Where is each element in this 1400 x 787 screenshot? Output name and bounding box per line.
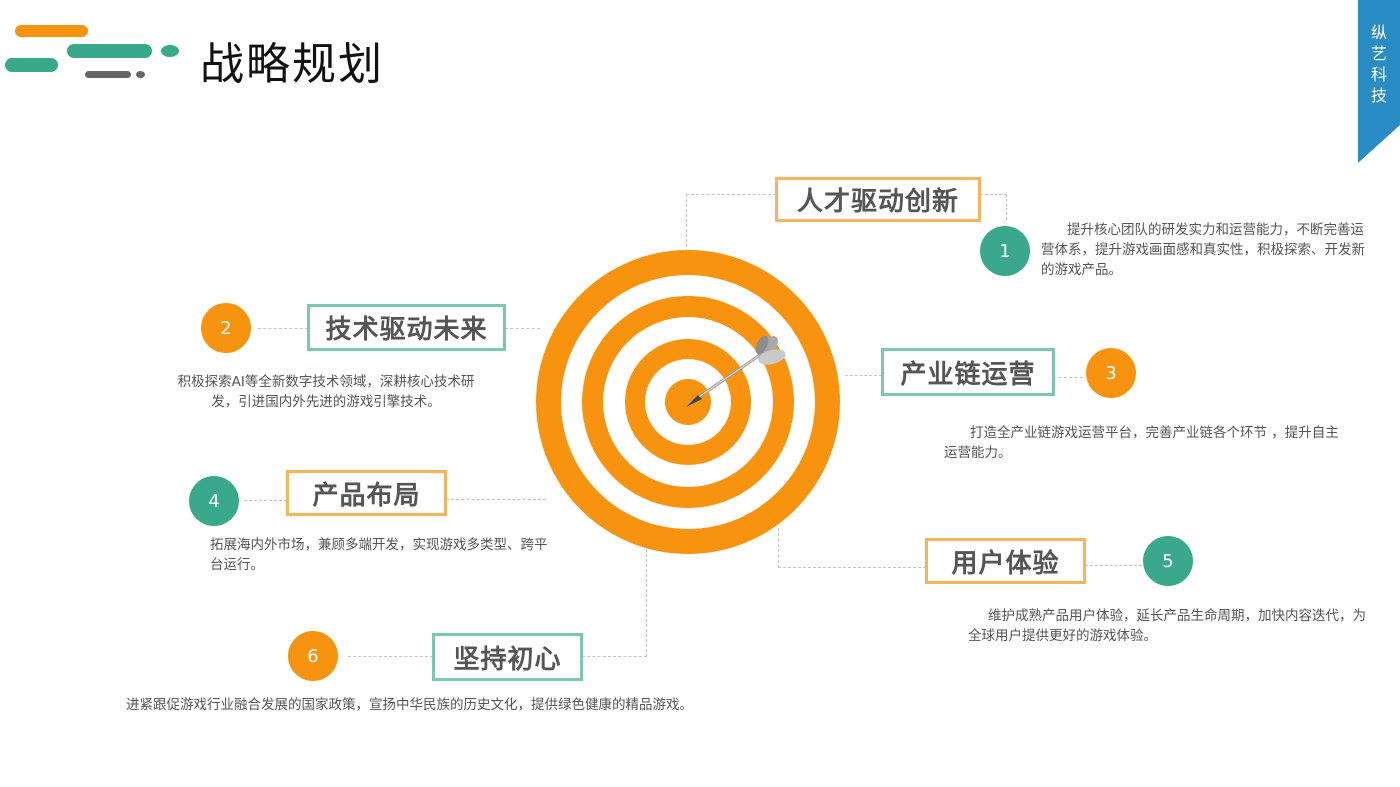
brand-name: 纵 艺 科 技 [1358, 22, 1400, 106]
item-6-description: 进紧跟促游戏行业融合发展的国家政策，宣扬中华民族的历史文化，提供绿色健康的精品游… [126, 697, 693, 713]
item-6-title: 坚持初心 [453, 644, 562, 675]
item-1-title-box: 人才驱动创新 [775, 177, 981, 222]
item-5-number-badge: 5 [1143, 536, 1193, 586]
logo-bar-teal-long [67, 44, 152, 58]
item-5-number: 5 [1162, 550, 1174, 572]
logo-dot-teal [161, 45, 179, 57]
target-bullseye [665, 379, 711, 425]
item-4-title-box: 产品布局 [286, 470, 447, 516]
item-2-number: 2 [220, 317, 232, 339]
logo-bar-gray [85, 71, 131, 78]
connector-5-horiz [778, 567, 926, 568]
connector-1-vert [686, 194, 687, 252]
item-2-title: 技术驱动未来 [325, 315, 488, 345]
item-4-number-badge: 4 [189, 476, 239, 526]
item-6-number: 6 [307, 645, 319, 667]
item-4-title: 产品布局 [312, 480, 421, 511]
connector-4-right [446, 499, 546, 500]
connector-6-vert [646, 549, 647, 657]
connector-4-left [244, 500, 287, 501]
brand-tab [1358, 0, 1400, 125]
brand-tab-tail [1358, 125, 1400, 163]
connector-3-left [845, 375, 882, 376]
item-1-number-badge: 1 [980, 226, 1030, 276]
connector-5-right [1085, 565, 1142, 566]
item-2-title-box: 技术驱动未来 [307, 304, 506, 351]
item-2-number-badge: 2 [201, 303, 251, 353]
brand-char: 科 [1370, 65, 1387, 84]
logo-dot-gray [136, 71, 145, 78]
item-5-title: 用户体验 [951, 548, 1060, 579]
item-3-title-box: 产业链运营 [881, 348, 1055, 396]
connector-5-vert [778, 528, 779, 568]
brand-char: 纵 [1370, 23, 1387, 42]
item-1-description: 提升核心团队的研发实力和运营能力，不断完善运营体系，提升游戏画面感和真实性，积极… [1041, 222, 1365, 278]
item-3-description: 打造全产业链游戏运营平台，完善产业链各个环节 ，提升自主运营能力。 [944, 425, 1339, 461]
item-4-number: 4 [208, 490, 220, 512]
logo-bar-teal-short [5, 58, 58, 72]
connector-2-left [258, 328, 308, 329]
connector-1-horiz-right [980, 194, 1007, 195]
connector-1-horiz-left [686, 194, 776, 195]
page-title: 战略规划 [200, 39, 384, 90]
connector-3-right [1053, 377, 1083, 378]
item-5-title-box: 用户体验 [925, 538, 1086, 584]
item-3-number: 3 [1105, 362, 1117, 384]
connector-6-horiz [582, 656, 647, 657]
item-4-description: 拓展海内外市场，兼顾多端开发，实现游戏多类型、跨平台运行。 [210, 537, 548, 573]
item-2-description: 积极探索AI等全新数字技术领域，深耕核心技术研发，引进国内外先进的游戏引擎技术。 [177, 374, 475, 410]
logo-bar-orange [15, 25, 88, 37]
item-6-title-box: 坚持初心 [432, 633, 583, 681]
item-6-number-badge: 6 [288, 631, 338, 681]
brand-char: 艺 [1370, 44, 1387, 63]
connector-1-vert-right [1006, 194, 1007, 220]
item-3-number-badge: 3 [1086, 348, 1136, 398]
connector-2-right [505, 328, 540, 329]
item-5-description: 维护成熟产品用户体验，延长产品生命周期，加快内容迭代，为全球用户提供更好的游戏体… [968, 608, 1366, 644]
connector-6-left [348, 656, 433, 657]
item-3-title: 产业链运营 [900, 359, 1036, 390]
item-1-number: 1 [999, 240, 1011, 262]
brand-char: 技 [1370, 86, 1387, 105]
dart-icon [686, 335, 786, 407]
item-1-title: 人才驱动创新 [796, 187, 959, 217]
